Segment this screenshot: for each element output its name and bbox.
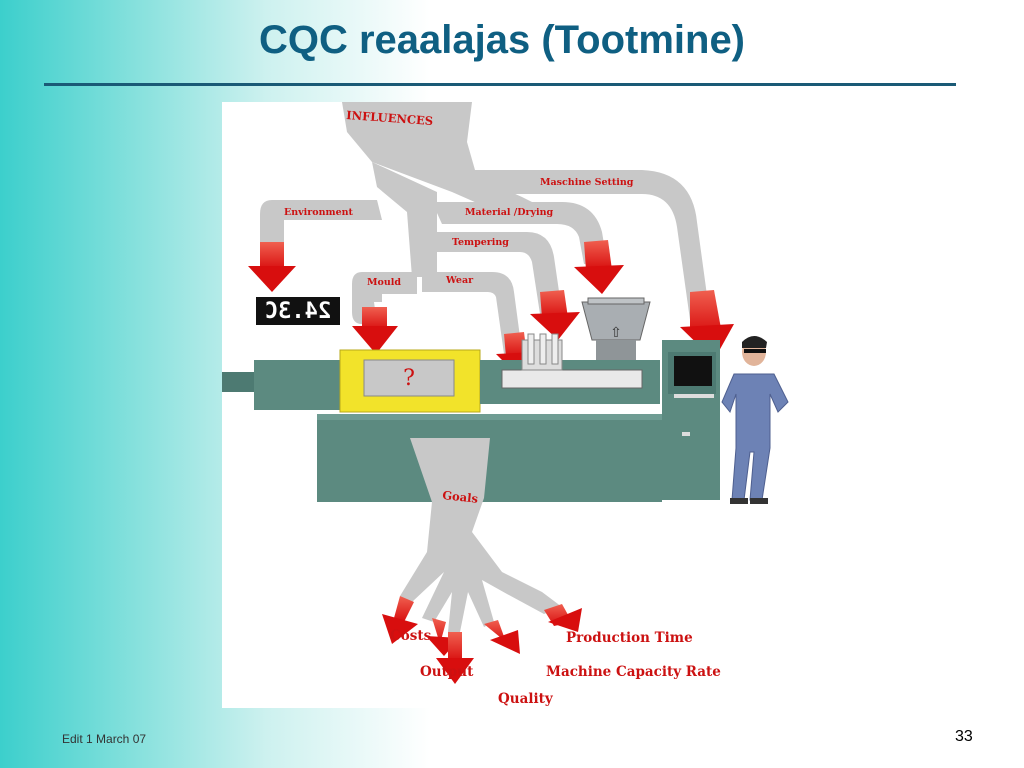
label-machine-setting: Maschine Setting (540, 177, 634, 188)
page-number: 33 (955, 728, 973, 745)
goal-quality: Quality (498, 691, 554, 707)
goals-heading: Goals (442, 488, 479, 506)
goal-costs: Costs (390, 628, 432, 644)
hopper-arrow-symbol: ⇧ (610, 324, 622, 340)
injection-molding-diagram: 24.3C ? ⇧ (222, 102, 796, 708)
mould-arrow (352, 272, 417, 354)
label-tempering: Tempering (452, 237, 509, 248)
display-readout: 24.3C (265, 299, 331, 324)
label-environment: Environment (284, 207, 354, 218)
goal-machine-capacity-rate: Machine Capacity Rate (546, 664, 721, 680)
temperature-display: 24.3C (256, 297, 340, 325)
goals-band (382, 438, 582, 684)
tempering-arrow (437, 232, 580, 340)
environment-arrow (248, 200, 382, 292)
goal-output: Output (420, 664, 474, 680)
label-wear: Wear (445, 275, 474, 286)
label-material-drying: Material /Drying (465, 207, 554, 218)
footer-date: Edit 1 March 07 (62, 732, 147, 746)
label-mould: Mould (367, 277, 401, 288)
slide-title: CQC reaalajas (Tootmine) (258, 18, 746, 62)
injection-machine: ? ⇧ (222, 297, 720, 502)
mould-question-mark: ? (403, 366, 415, 391)
title-divider (44, 83, 956, 86)
operator-figure (721, 336, 789, 504)
diagram-svg: 24.3C ? ⇧ (222, 102, 789, 707)
influences-heading: INFLUENCES (346, 108, 434, 128)
goal-production-time: Production Time (566, 630, 693, 646)
material-drying-arrow (432, 202, 624, 294)
